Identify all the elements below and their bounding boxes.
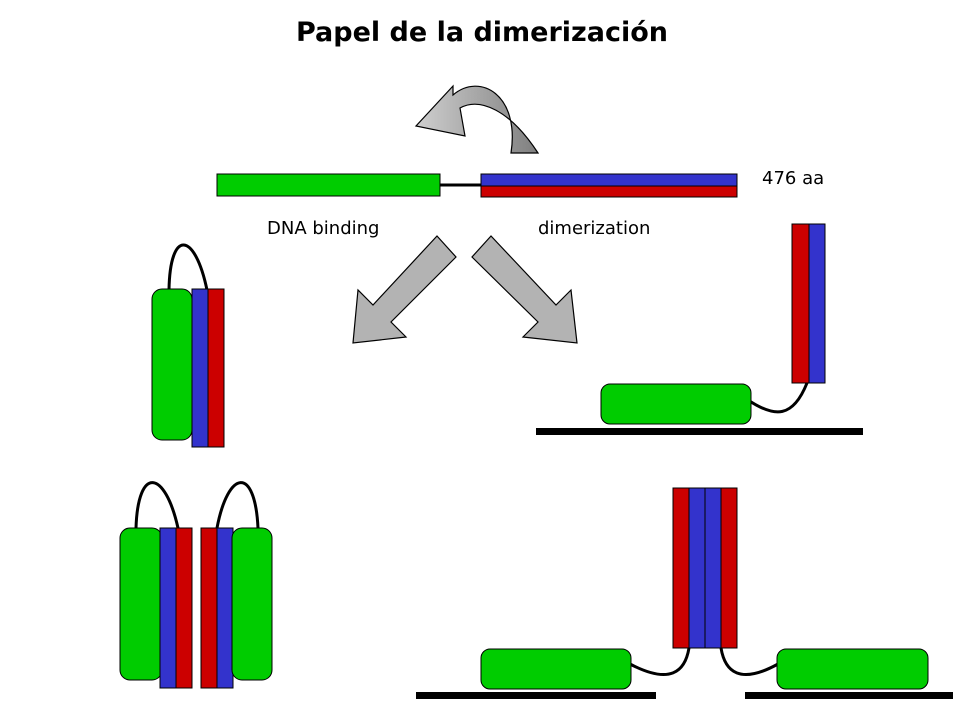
length-label: 476 aa — [762, 168, 824, 189]
dna-strand — [536, 428, 863, 435]
page-title: Papel de la dimerización — [296, 17, 668, 48]
dna-binding-domain — [151, 288, 193, 441]
right-arrow — [471, 235, 578, 344]
linear-protein — [216, 173, 738, 198]
dimerization-helix-red — [791, 223, 810, 384]
dna-binding-domain-left — [119, 527, 163, 681]
dna-strand-left — [416, 692, 656, 699]
linker-loop-left — [134, 481, 180, 529]
dna-bound-monomer — [536, 223, 863, 435]
linker-curve-right — [719, 647, 779, 676]
dimerization-helix-blue — [688, 487, 706, 649]
dimerization-helix-blue — [159, 527, 177, 689]
dna-strand-right — [745, 692, 953, 699]
dimerization-helix-red — [720, 487, 738, 649]
curved-arrow — [414, 84, 540, 154]
dimerization-domain-red — [480, 185, 738, 198]
dimerization-helix-blue — [191, 288, 209, 448]
left-arrow — [352, 235, 457, 344]
folded-monomer — [151, 243, 225, 448]
linker-loop-right — [215, 481, 260, 529]
dimerization-helix-red — [672, 487, 690, 649]
dimerization-helix-red — [175, 527, 193, 689]
folded-dimer — [119, 481, 273, 689]
dna-binding-domain-right — [231, 527, 273, 681]
linker-loop — [167, 243, 209, 291]
dna-binding-domain-right — [776, 648, 929, 690]
dna-binding-domain — [600, 383, 752, 425]
dna-binding-domain-left — [480, 648, 632, 690]
dimerization-domain-blue — [480, 173, 738, 187]
dna-bound-dimer — [416, 487, 953, 699]
linker-curve — [747, 382, 809, 414]
dimerization-helix-red — [207, 288, 225, 448]
dimerization-helix-blue — [704, 487, 722, 649]
dimerization-helix-red — [200, 527, 218, 689]
dna-binding-domain — [216, 173, 441, 197]
dimerization-helix-blue — [216, 527, 234, 689]
linker-curve-left — [629, 647, 691, 676]
dna-binding-label: DNA binding — [267, 218, 379, 239]
dimerization-helix-blue — [808, 223, 826, 384]
dimerization-label: dimerization — [538, 218, 650, 239]
